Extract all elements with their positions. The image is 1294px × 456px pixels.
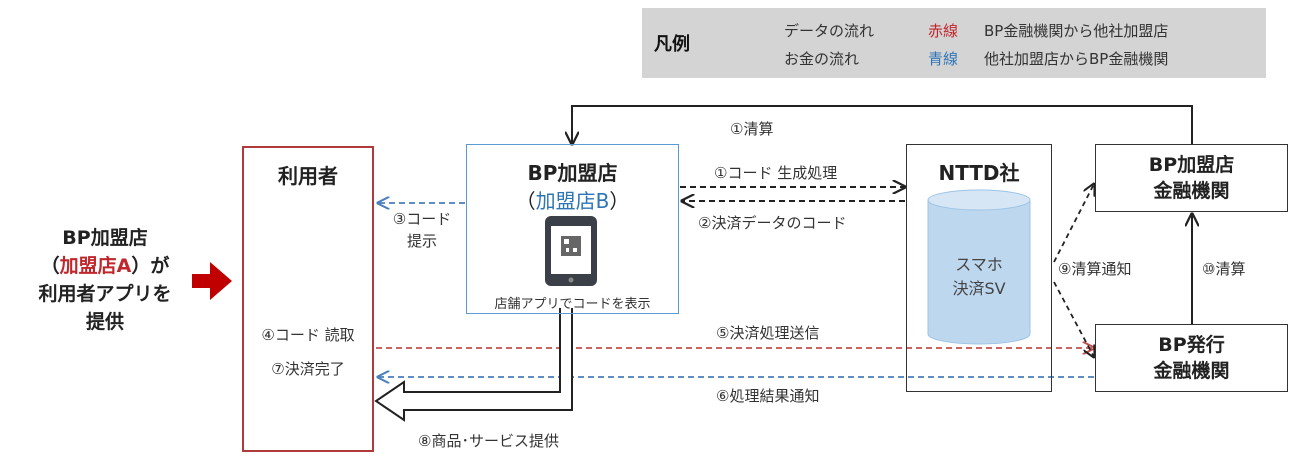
legend-money-flow: お金の流れ [784,50,860,68]
nttd-box: NTTD社 スマホ 決済SV [906,144,1052,392]
payment-server-label: スマホ 決済SV [952,255,1006,298]
arrow-settle-notify-down [1053,281,1094,357]
step-1-settlement-label: ①清算 [730,120,774,138]
step-7-label: ⑦決済完了 [271,360,345,378]
legend-red-line-label: 赤線 [928,22,959,40]
legend-red-line-desc: BP金融機関から他社加盟店 [984,22,1169,40]
step-8-label: ⑧商品･サービス提供 [418,432,559,450]
legend-blue-line-label: 青線 [928,50,959,68]
step-6-label: ⑥処理結果通知 [716,387,820,405]
bp-merchant-fi-label: BP加盟店 金融機関 [1148,154,1235,202]
step-1-code-generation-label: ①コード 生成処理 [714,164,838,182]
legend-data-flow: データの流れ [784,22,875,40]
legend: 凡例 データの流れ お金の流れ 赤線 BP金融機関から他社加盟店 青線 他社加盟… [642,8,1266,78]
store-app-caption: 店舗アプリでコードを表示 [494,297,651,312]
step-5-label: ⑤決済処理送信 [716,324,820,342]
bp-issuer-fi-box: BP発行 金融機関 [1095,324,1288,392]
payment-server-db-icon [927,189,1031,345]
user-box-title: 利用者 [278,164,338,188]
legend-title: 凡例 [654,34,690,55]
legend-blue-line-desc: 他社加盟店からBP金融機関 [984,50,1169,68]
arrow-goods-service [374,308,573,422]
app-provider-note: BP加盟店 （加盟店A）が 利用者アプリを 提供 [20,224,190,336]
red-arrow-icon [192,262,232,300]
app-provider-line1: BP加盟店 [62,227,148,249]
merchant-b-label: 加盟店B [535,189,610,213]
step-3-label: ③コード 提示 [392,210,452,250]
arrow-settlement-1 [572,105,1193,144]
arrow-settle-notify-up [1053,184,1094,263]
bp-issuer-fi-label: BP発行 金融機関 [1153,334,1230,382]
step-10-label: ⑩清算 [1202,260,1246,278]
step-2-code-label: ②決済データのコード [698,214,847,232]
store-phone-icon [545,216,597,286]
step-4-label: ④コード 読取 [261,326,355,344]
merchant-box-subtitle: （加盟店B） [515,189,630,213]
user-box: 利用者 ④コード 読取 ⑦決済完了 [242,146,374,452]
app-provider-line2: （加盟店A）が [40,255,170,277]
step-9-label: ⑨清算通知 [1058,260,1132,278]
nttd-box-title: NTTD社 [938,161,1020,185]
merchant-box: BP加盟店 （加盟店B） 店舗アプリでコードを表示 [466,144,679,314]
bp-merchant-fi-box: BP加盟店 金融機関 [1095,144,1288,212]
app-provider-line3: 利用者アプリを [38,283,172,305]
merchant-box-title: BP加盟店 [527,161,618,185]
merchant-a-label: 加盟店A [59,255,132,277]
app-provider-line4: 提供 [85,311,124,333]
